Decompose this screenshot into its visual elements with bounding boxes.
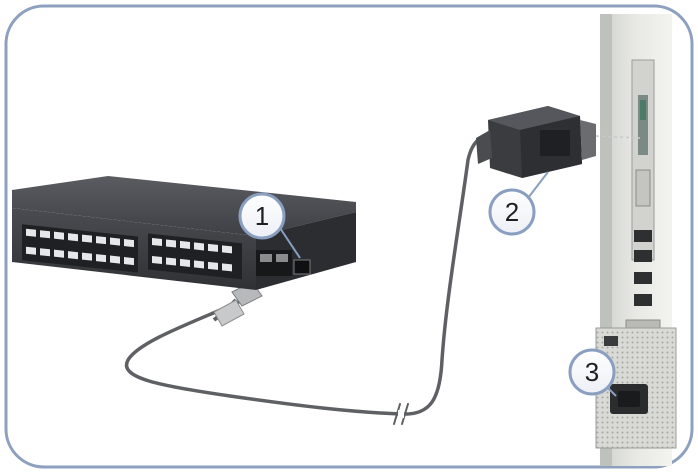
console-cable (124, 132, 494, 425)
callout-3-label: 3 (585, 357, 599, 387)
callout-2-label: 2 (505, 197, 519, 227)
callout-1: 1 (238, 192, 301, 259)
ethernet-ports-left (22, 224, 138, 273)
callout-1-label: 1 (255, 201, 269, 231)
serial-connector (476, 106, 641, 178)
callout-2: 2 (488, 171, 549, 236)
computer-case (595, 14, 677, 466)
console-port (293, 259, 311, 275)
callout-3: 3 (568, 348, 617, 397)
